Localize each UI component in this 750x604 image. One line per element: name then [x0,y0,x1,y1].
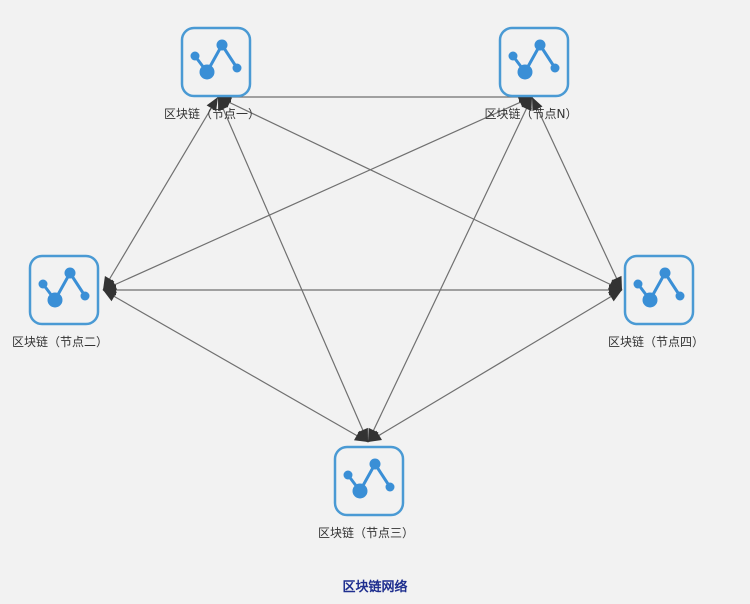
edge-arrowhead [611,275,622,290]
node-label-n2: 区块链（节点二） [11,335,109,349]
node-icon-n3[interactable] [333,445,405,517]
chart-node-icon [180,26,252,98]
edge-n1-n4 [217,96,623,291]
chart-node-icon [498,26,570,98]
edge-arrowhead [206,97,218,111]
edge-arrowhead [103,276,115,290]
edge-arrowhead [521,97,532,112]
edge-nN-n4 [531,96,623,291]
edge-arrowhead [218,97,229,112]
edge-nN-n3 [367,96,533,443]
edge-arrowhead [368,430,382,442]
node-label-n1: 区块链（节点一） [163,107,261,121]
edge-n1-n2 [102,96,219,291]
chart-node-icon [28,254,100,326]
node-label-n4: 区块链（节点四） [607,335,705,349]
diagram-caption: 区块链网络 [342,580,408,595]
edge-arrowhead [103,290,118,302]
node-label-n3: 区块链（节点三） [317,526,415,540]
edge-arrowhead [517,97,532,108]
edge-n2-n3 [102,289,369,443]
edge-arrowhead [608,290,622,302]
edge-arrowhead [357,427,368,442]
edge-arrowhead [218,97,233,108]
chart-node-icon [623,254,695,326]
edge-nN-n2 [102,96,533,291]
node-label-nN: 区块链（节点N） [484,107,578,121]
chart-node-icon [333,445,405,517]
edge-n4-n3 [367,289,623,443]
node-icon-n2[interactable] [28,254,100,326]
edge-arrowhead [353,430,368,442]
edge-arrowhead [532,97,543,112]
node-icon-nN[interactable] [498,26,570,98]
node-icon-n1[interactable] [180,26,252,98]
edge-n1-n3 [217,96,369,443]
node-icon-n4[interactable] [623,254,695,326]
